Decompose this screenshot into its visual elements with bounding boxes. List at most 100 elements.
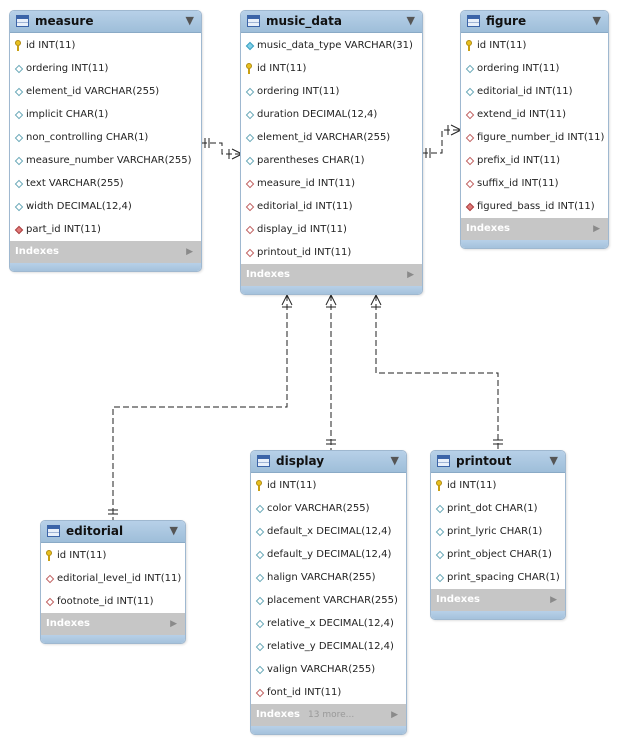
column-icon: [245, 87, 255, 97]
relationship-music-data-measure: [201, 142, 242, 155]
collapse-arrow-icon[interactable]: ▼: [390, 454, 399, 467]
column-row[interactable]: element_id VARCHAR(255): [241, 126, 422, 149]
column-label: measure_number VARCHAR(255): [26, 155, 192, 166]
table-printout[interactable]: printout▼id INT(11)print_dot CHAR(1)prin…: [430, 450, 566, 620]
more-columns-label[interactable]: 13 more...: [308, 710, 355, 720]
indexes-bar[interactable]: Indexes▶: [10, 241, 201, 263]
column-row[interactable]: figure_number_id INT(11): [461, 126, 608, 149]
column-row[interactable]: print_spacing CHAR(1): [431, 566, 565, 589]
column-label: figured_bass_id INT(11): [477, 201, 595, 212]
table-name: printout: [456, 454, 512, 468]
column-row[interactable]: editorial_id INT(11): [461, 80, 608, 103]
table-footer: [251, 726, 406, 734]
column-row[interactable]: ordering INT(11): [461, 57, 608, 80]
column-row[interactable]: part_id INT(11): [10, 218, 201, 241]
column-row[interactable]: measure_id INT(11): [241, 172, 422, 195]
expand-indexes-icon[interactable]: ▶: [550, 595, 557, 605]
table-figure[interactable]: figure▼id INT(11)ordering INT(11)editori…: [460, 10, 609, 249]
table-music-data[interactable]: music_data ▼ music_data_type VARCHAR(31)id…: [240, 10, 423, 295]
table-name: music_data: [266, 14, 342, 28]
foreign-key-not-null-icon: [14, 225, 24, 235]
collapse-arrow-icon[interactable]: ▼: [406, 14, 415, 27]
collapse-arrow-icon[interactable]: ▼: [185, 14, 194, 27]
column-icon: [255, 596, 265, 606]
column-row[interactable]: default_y DECIMAL(12,4): [251, 543, 406, 566]
column-row[interactable]: parentheses CHAR(1): [241, 149, 422, 172]
column-icon: [14, 110, 24, 120]
expand-indexes-icon[interactable]: ▶: [593, 224, 600, 234]
column-row[interactable]: default_x DECIMAL(12,4): [251, 520, 406, 543]
expand-indexes-icon[interactable]: ▶: [391, 710, 398, 720]
expand-indexes-icon[interactable]: ▶: [170, 619, 177, 629]
column-row[interactable]: figured_bass_id INT(11): [461, 195, 608, 218]
column-icon: [465, 64, 475, 74]
indexes-label: Indexes: [246, 269, 290, 280]
column-row[interactable]: printout_id INT(11): [241, 241, 422, 264]
column-row[interactable]: text VARCHAR(255): [10, 172, 201, 195]
column-label: relative_y DECIMAL(12,4): [267, 641, 394, 652]
table-header[interactable]: editorial ▼: [41, 521, 185, 543]
table-header[interactable]: figure▼: [461, 11, 608, 33]
column-row[interactable]: implicit CHAR(1): [10, 103, 201, 126]
expand-indexes-icon[interactable]: ▶: [407, 270, 414, 280]
column-row[interactable]: ordering INT(11): [10, 57, 201, 80]
primary-key-icon: [46, 550, 52, 561]
column-row[interactable]: relative_y DECIMAL(12,4): [251, 635, 406, 658]
column-row[interactable]: id INT(11): [461, 34, 608, 57]
column-row[interactable]: id INT(11): [251, 474, 406, 497]
table-header[interactable]: display▼: [251, 451, 406, 473]
indexes-bar[interactable]: Indexes ▶: [241, 264, 422, 286]
column-row[interactable]: extend_id INT(11): [461, 103, 608, 126]
table-header[interactable]: printout ▼: [431, 451, 565, 473]
column-row[interactable]: id INT(11): [241, 57, 422, 80]
column-row[interactable]: color VARCHAR(255): [251, 497, 406, 520]
table-header[interactable]: measure▼: [10, 11, 201, 33]
foreign-key-icon: [45, 597, 55, 607]
column-row[interactable]: id INT(11): [41, 544, 185, 567]
column-row[interactable]: print_dot CHAR(1): [431, 497, 565, 520]
column-row[interactable]: width DECIMAL(12,4): [10, 195, 201, 218]
column-row[interactable]: music_data_type VARCHAR(31): [241, 34, 422, 57]
column-row[interactable]: id INT(11): [10, 34, 201, 57]
column-row[interactable]: print_object CHAR(1): [431, 543, 565, 566]
column-label: relative_x DECIMAL(12,4): [267, 618, 394, 629]
column-row[interactable]: valign VARCHAR(255): [251, 658, 406, 681]
table-display[interactable]: display▼id INT(11)color VARCHAR(255)defa…: [250, 450, 407, 735]
column-icon: [14, 64, 24, 74]
column-row[interactable]: prefix_id INT(11): [461, 149, 608, 172]
foreign-key-icon: [255, 688, 265, 698]
column-row[interactable]: element_id VARCHAR(255): [10, 80, 201, 103]
indexes-bar[interactable]: Indexes▶: [41, 613, 185, 635]
column-label: width DECIMAL(12,4): [26, 201, 132, 212]
column-icon: [14, 133, 24, 143]
table-editorial[interactable]: editorial ▼ id INT(11)editorial_level_id I…: [40, 520, 186, 644]
column-row[interactable]: footnote_id INT(11): [41, 590, 185, 613]
column-row[interactable]: editorial_id INT(11): [241, 195, 422, 218]
collapse-arrow-icon[interactable]: ▼: [549, 454, 558, 467]
indexes-bar[interactable]: Indexes▶: [461, 218, 608, 240]
column-row[interactable]: font_id INT(11): [251, 681, 406, 704]
table-name: editorial: [66, 524, 124, 538]
column-label: editorial_id INT(11): [257, 201, 353, 212]
column-icon: [255, 619, 265, 629]
column-row[interactable]: print_lyric CHAR(1): [431, 520, 565, 543]
collapse-arrow-icon[interactable]: ▼: [592, 14, 601, 27]
column-row[interactable]: editorial_level_id INT(11): [41, 567, 185, 590]
column-row[interactable]: non_controlling CHAR(1): [10, 126, 201, 149]
table-header[interactable]: music_data ▼: [241, 11, 422, 33]
column-row[interactable]: id INT(11): [431, 474, 565, 497]
column-row[interactable]: halign VARCHAR(255): [251, 566, 406, 589]
indexes-bar[interactable]: Indexes▶: [431, 589, 565, 611]
collapse-arrow-icon[interactable]: ▼: [169, 524, 178, 537]
column-row[interactable]: duration DECIMAL(12,4): [241, 103, 422, 126]
expand-indexes-icon[interactable]: ▶: [186, 247, 193, 257]
column-row[interactable]: relative_x DECIMAL(12,4): [251, 612, 406, 635]
column-row[interactable]: placement VARCHAR(255): [251, 589, 406, 612]
column-row[interactable]: suffix_id INT(11): [461, 172, 608, 195]
column-row[interactable]: measure_number VARCHAR(255): [10, 149, 201, 172]
table-measure[interactable]: measure▼id INT(11)ordering INT(11)elemen…: [9, 10, 202, 272]
foreign-key-icon: [245, 202, 255, 212]
column-row[interactable]: ordering INT(11): [241, 80, 422, 103]
column-row[interactable]: display_id INT(11): [241, 218, 422, 241]
